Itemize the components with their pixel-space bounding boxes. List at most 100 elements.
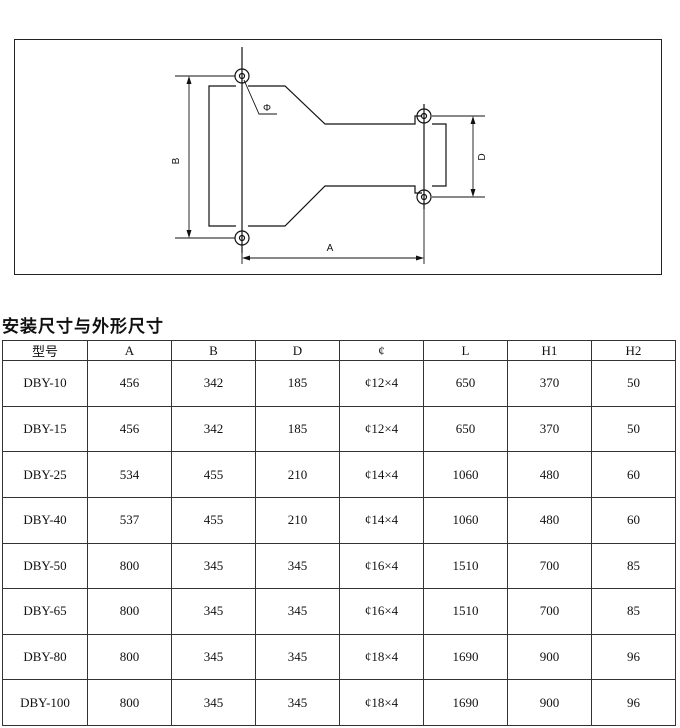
- cell-b: 455: [171, 451, 256, 498]
- cell-d: 345: [255, 679, 340, 726]
- section-title: 安装尺寸与外形尺寸: [2, 317, 164, 337]
- cell-l: 1060: [423, 496, 508, 544]
- cell-b: 345: [171, 542, 256, 590]
- b-arrow-bottom: [186, 230, 192, 238]
- cell-hole: ¢18×4: [339, 679, 424, 726]
- table-row: DBY-40 537 455 210 ¢14×4 1060 480 60: [2, 496, 676, 544]
- header-model: 型号: [2, 340, 88, 361]
- b-arrow-top: [186, 76, 192, 84]
- cell-a: 537: [87, 496, 172, 544]
- cell-a: 800: [87, 588, 172, 635]
- table-row: DBY-100 800 345 345 ¢18×4 1690 900 96: [2, 679, 676, 726]
- cell-h1: 370: [507, 405, 592, 453]
- header-d: D: [255, 340, 340, 361]
- a-arrow-left: [242, 255, 250, 261]
- cell-d: 210: [255, 496, 340, 544]
- bolt-hole-bottom-right-inner: [420, 193, 428, 201]
- table-row: DBY-15 456 342 185 ¢12×4 650 370 50: [2, 405, 676, 453]
- cell-a: 456: [87, 360, 172, 407]
- left-flange-side: [208, 85, 236, 227]
- cell-h1: 370: [507, 360, 592, 407]
- a-arrow-right: [416, 255, 424, 261]
- cell-h1: 900: [507, 633, 592, 681]
- cell-a: 800: [87, 542, 172, 590]
- cell-h2: 96: [591, 679, 676, 726]
- header-a: A: [87, 340, 172, 361]
- table-row: DBY-50 800 345 345 ¢16×4 1510 700 85: [2, 542, 676, 590]
- bolt-hole-top-left-inner: [238, 72, 246, 80]
- dimension-label-phi: Φ: [263, 103, 271, 114]
- cell-model: DBY-100: [2, 679, 88, 726]
- cell-b: 345: [171, 633, 256, 681]
- cell-h2: 60: [591, 451, 676, 498]
- cell-l: 1060: [423, 451, 508, 498]
- cell-h2: 85: [591, 588, 676, 635]
- bolt-hole-top-right-inner: [420, 112, 428, 120]
- dimension-drawing: B D A Φ: [14, 39, 662, 275]
- cell-h1: 700: [507, 542, 592, 590]
- right-flange-side: [432, 123, 447, 187]
- cell-d: 185: [255, 405, 340, 453]
- cell-b: 342: [171, 360, 256, 407]
- cell-d: 345: [255, 588, 340, 635]
- header-h2: H2: [591, 340, 676, 361]
- dimension-label-b: B: [171, 157, 182, 164]
- cell-hole: ¢16×4: [339, 588, 424, 635]
- cell-h2: 50: [591, 405, 676, 453]
- cell-hole: ¢14×4: [339, 451, 424, 498]
- table-row: DBY-65 800 345 345 ¢16×4 1510 700 85: [2, 588, 676, 635]
- cell-h2: 50: [591, 360, 676, 407]
- cell-model: DBY-25: [2, 451, 88, 498]
- cell-h1: 900: [507, 679, 592, 726]
- cell-l: 650: [423, 360, 508, 407]
- cell-hole: ¢16×4: [339, 542, 424, 590]
- cell-b: 342: [171, 405, 256, 453]
- d-arrow-bottom: [470, 189, 476, 197]
- cell-d: 345: [255, 633, 340, 681]
- dimension-label-a: A: [327, 243, 334, 254]
- cell-h1: 480: [507, 496, 592, 544]
- d-arrow-top: [470, 116, 476, 124]
- spec-table: 型号 A B D ¢ L H1 H2 DBY-10 456 342 185 ¢1…: [2, 340, 676, 726]
- cell-model: DBY-40: [2, 496, 88, 544]
- cell-hole: ¢12×4: [339, 405, 424, 453]
- table-row: DBY-80 800 345 345 ¢18×4 1690 900 96: [2, 633, 676, 681]
- cell-model: DBY-10: [2, 360, 88, 407]
- cell-a: 456: [87, 405, 172, 453]
- cell-a: 534: [87, 451, 172, 498]
- table-row: DBY-10 456 342 185 ¢12×4 650 370 50: [2, 360, 676, 407]
- cell-d: 210: [255, 451, 340, 498]
- bolt-hole-top-right: [416, 108, 432, 124]
- cell-h2: 96: [591, 633, 676, 681]
- header-b: B: [171, 340, 256, 361]
- cell-b: 345: [171, 679, 256, 726]
- cell-h2: 60: [591, 496, 676, 544]
- outline-diagram: B D A Φ: [171, 47, 488, 264]
- cell-l: 1510: [423, 542, 508, 590]
- cell-model: DBY-15: [2, 405, 88, 453]
- cell-b: 455: [171, 496, 256, 544]
- dimension-label-d: D: [477, 153, 488, 160]
- header-h1: H1: [507, 340, 592, 361]
- cell-hole: ¢14×4: [339, 496, 424, 544]
- table-row: DBY-25 534 455 210 ¢14×4 1060 480 60: [2, 451, 676, 498]
- cell-model: DBY-50: [2, 542, 88, 590]
- cell-hole: ¢12×4: [339, 360, 424, 407]
- bolt-hole-bottom-left-inner: [238, 234, 246, 242]
- cell-l: 1690: [423, 633, 508, 681]
- cell-b: 345: [171, 588, 256, 635]
- cell-l: 1510: [423, 588, 508, 635]
- body-upper-edge: [248, 85, 422, 125]
- cell-l: 650: [423, 405, 508, 453]
- cell-model: DBY-80: [2, 633, 88, 681]
- cell-h2: 85: [591, 542, 676, 590]
- header-hole: ¢: [339, 340, 424, 361]
- cell-d: 345: [255, 542, 340, 590]
- body-lower-edge: [248, 185, 422, 227]
- cell-d: 185: [255, 360, 340, 407]
- header-l: L: [423, 340, 508, 361]
- cell-model: DBY-65: [2, 588, 88, 635]
- cell-h1: 700: [507, 588, 592, 635]
- table-header-row: 型号 A B D ¢ L H1 H2: [2, 340, 676, 361]
- phi-leader-line: [243, 79, 277, 115]
